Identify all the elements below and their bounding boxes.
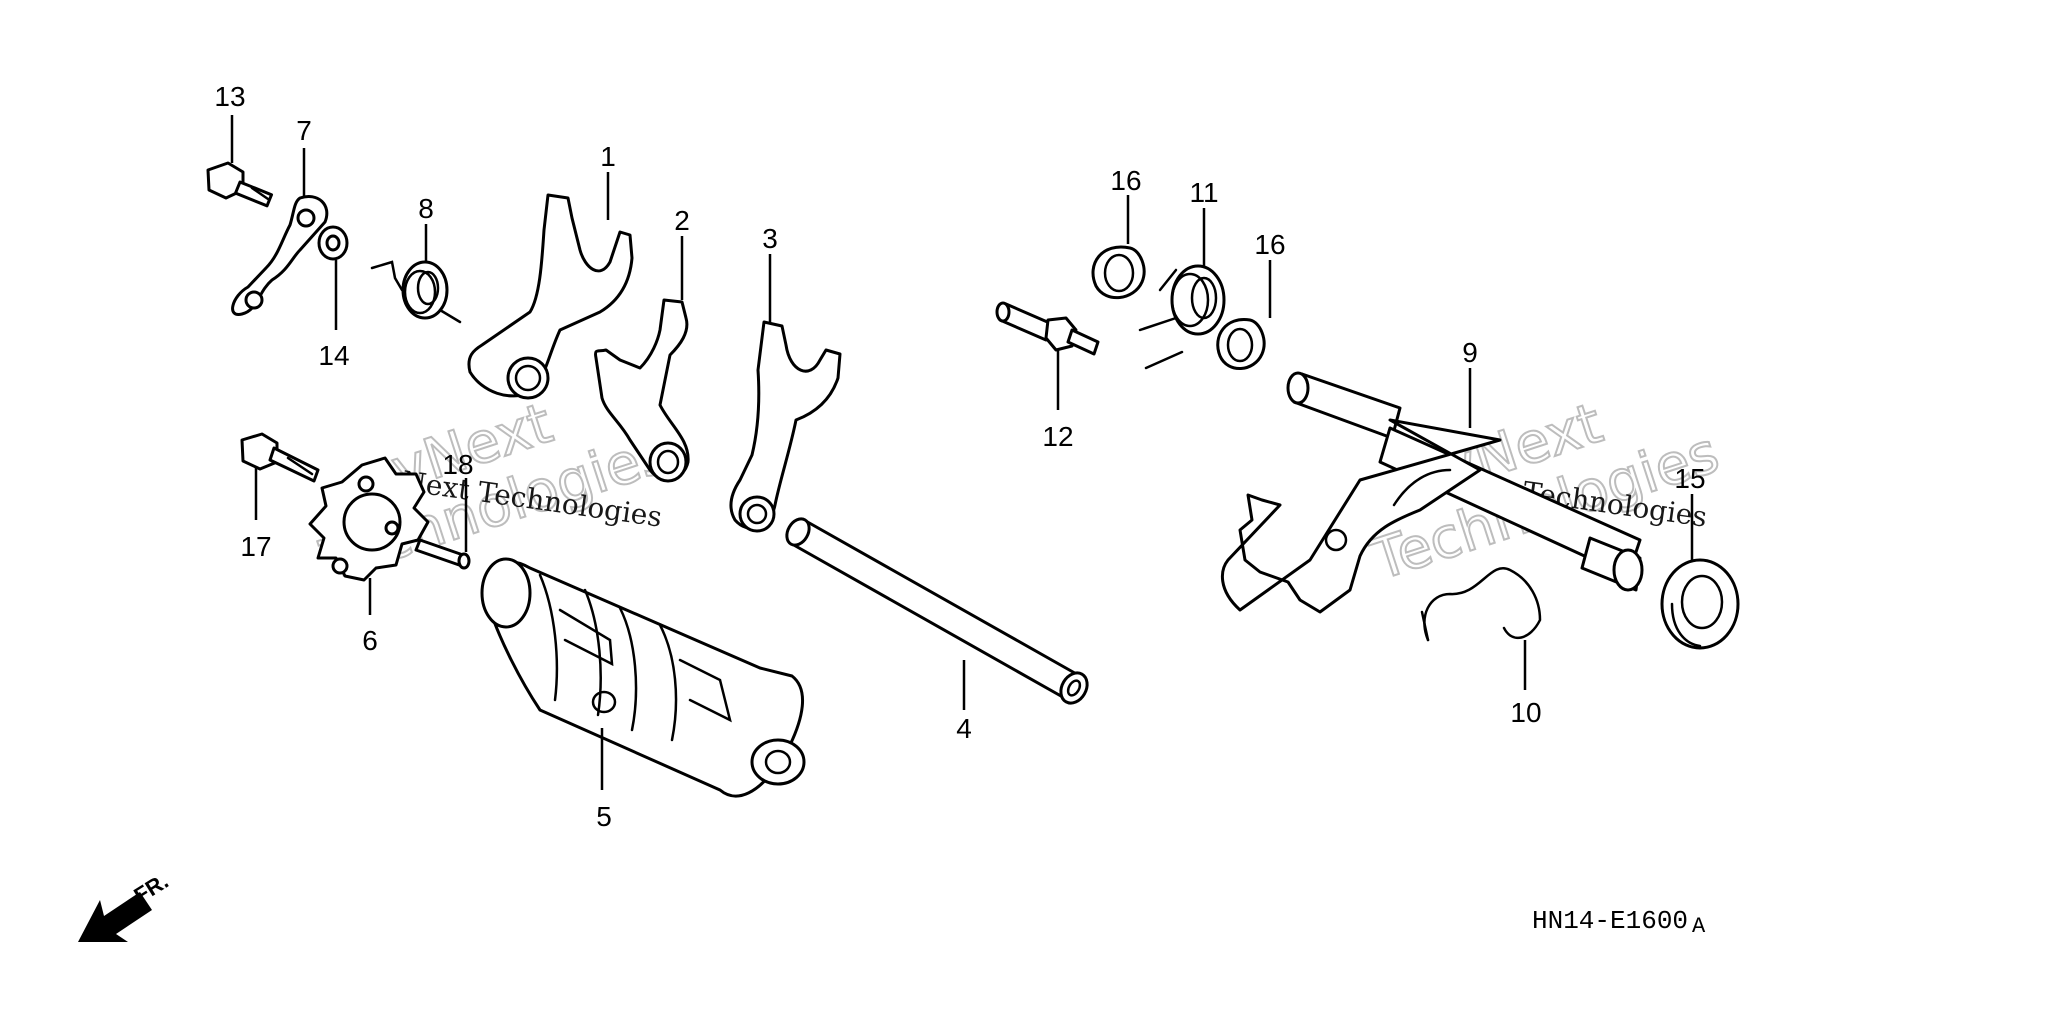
callout-1: 1	[600, 141, 616, 172]
callout-14: 14	[318, 340, 349, 371]
callout-16-lower: 16	[1254, 229, 1285, 260]
callout-11: 11	[1189, 177, 1218, 208]
part-3-shift-fork	[729, 320, 842, 533]
part-18-dowel-pin	[414, 538, 471, 570]
part-9-gearshift-spindle	[1220, 371, 1644, 614]
part-12-pin-bolt	[995, 301, 1100, 356]
callout-4: 4	[956, 713, 972, 744]
callout-17: 17	[240, 531, 271, 562]
callout-9: 9	[1462, 337, 1478, 368]
part-16-circlip-upper	[1091, 245, 1146, 300]
callout-labels: 13 7 8 14 1 2 3 4 5 6 17 18 16 11 16 12 …	[214, 81, 1705, 832]
drawing-code-suffix: A	[1692, 914, 1706, 939]
part-17-bolt	[240, 432, 320, 483]
drawing-code-text: HN14-E1600	[1532, 906, 1688, 936]
callout-6: 6	[362, 625, 378, 656]
callout-15: 15	[1674, 463, 1705, 494]
callout-13: 13	[214, 81, 245, 112]
part-7-stopper-arm	[231, 195, 329, 316]
part-15-oil-seal	[1660, 558, 1740, 650]
front-arrow-icon	[78, 892, 152, 942]
front-direction-arrow: FR.	[78, 868, 173, 942]
part-16-circlip-lower	[1216, 318, 1266, 370]
part-5-shift-drum	[480, 557, 806, 798]
callout-2: 2	[674, 205, 690, 236]
callout-18: 18	[442, 449, 473, 480]
part-13-bolt	[206, 161, 274, 208]
callout-12: 12	[1042, 421, 1073, 452]
part-4-fork-shaft	[785, 517, 1089, 705]
callout-16-upper: 16	[1110, 165, 1141, 196]
callout-8: 8	[418, 193, 434, 224]
part-11-spring	[1138, 264, 1226, 370]
callout-3: 3	[762, 223, 778, 254]
callout-5: 5	[596, 801, 612, 832]
part-14-washer	[317, 225, 349, 261]
part-6-star-plate	[308, 456, 430, 582]
part-10-return-spring	[1420, 567, 1542, 642]
callout-7: 7	[296, 115, 312, 146]
drawing-code: HN14-E1600 A	[1532, 906, 1706, 939]
part-1-shift-fork	[467, 193, 634, 400]
leader-lines	[230, 115, 1694, 790]
part-8-spring	[370, 260, 462, 324]
callout-10: 10	[1510, 697, 1541, 728]
part-2-shift-fork	[594, 298, 690, 483]
